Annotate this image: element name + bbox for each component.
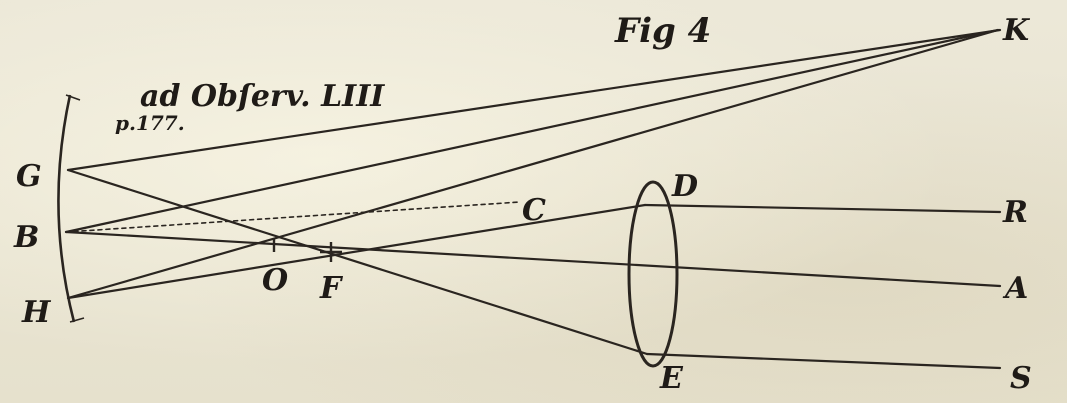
ray-B-K bbox=[64, 28, 1000, 234]
mirror-edge bbox=[65, 94, 85, 323]
ray-E-S bbox=[645, 352, 1002, 370]
ray-H-K bbox=[66, 28, 1000, 300]
observation-caption: ad Obſerv. LIII bbox=[140, 79, 385, 114]
lens bbox=[627, 180, 679, 368]
label-S: S bbox=[1010, 361, 1032, 396]
concave-mirror bbox=[57, 94, 76, 323]
figure-title: Fig 4 bbox=[614, 11, 711, 51]
label-R: R bbox=[1002, 195, 1028, 230]
ray-B-A bbox=[64, 230, 1002, 288]
ray-H-D bbox=[66, 203, 647, 300]
label-G: G bbox=[16, 159, 42, 194]
label-H: H bbox=[21, 295, 52, 330]
ray-G-E bbox=[66, 168, 649, 356]
label-K: K bbox=[1002, 13, 1031, 48]
dashed-B-C bbox=[65, 201, 521, 233]
label-E: E bbox=[659, 361, 684, 396]
ray-D-R bbox=[643, 203, 1002, 214]
label-O: O bbox=[262, 263, 288, 298]
label-C: C bbox=[522, 193, 546, 228]
page-reference: p.177. bbox=[115, 111, 185, 135]
label-B: B bbox=[13, 220, 39, 255]
label-A: A bbox=[1002, 271, 1028, 306]
label-D: D bbox=[671, 169, 698, 204]
label-F: F bbox=[319, 271, 344, 306]
ray-G-K bbox=[66, 28, 1002, 172]
